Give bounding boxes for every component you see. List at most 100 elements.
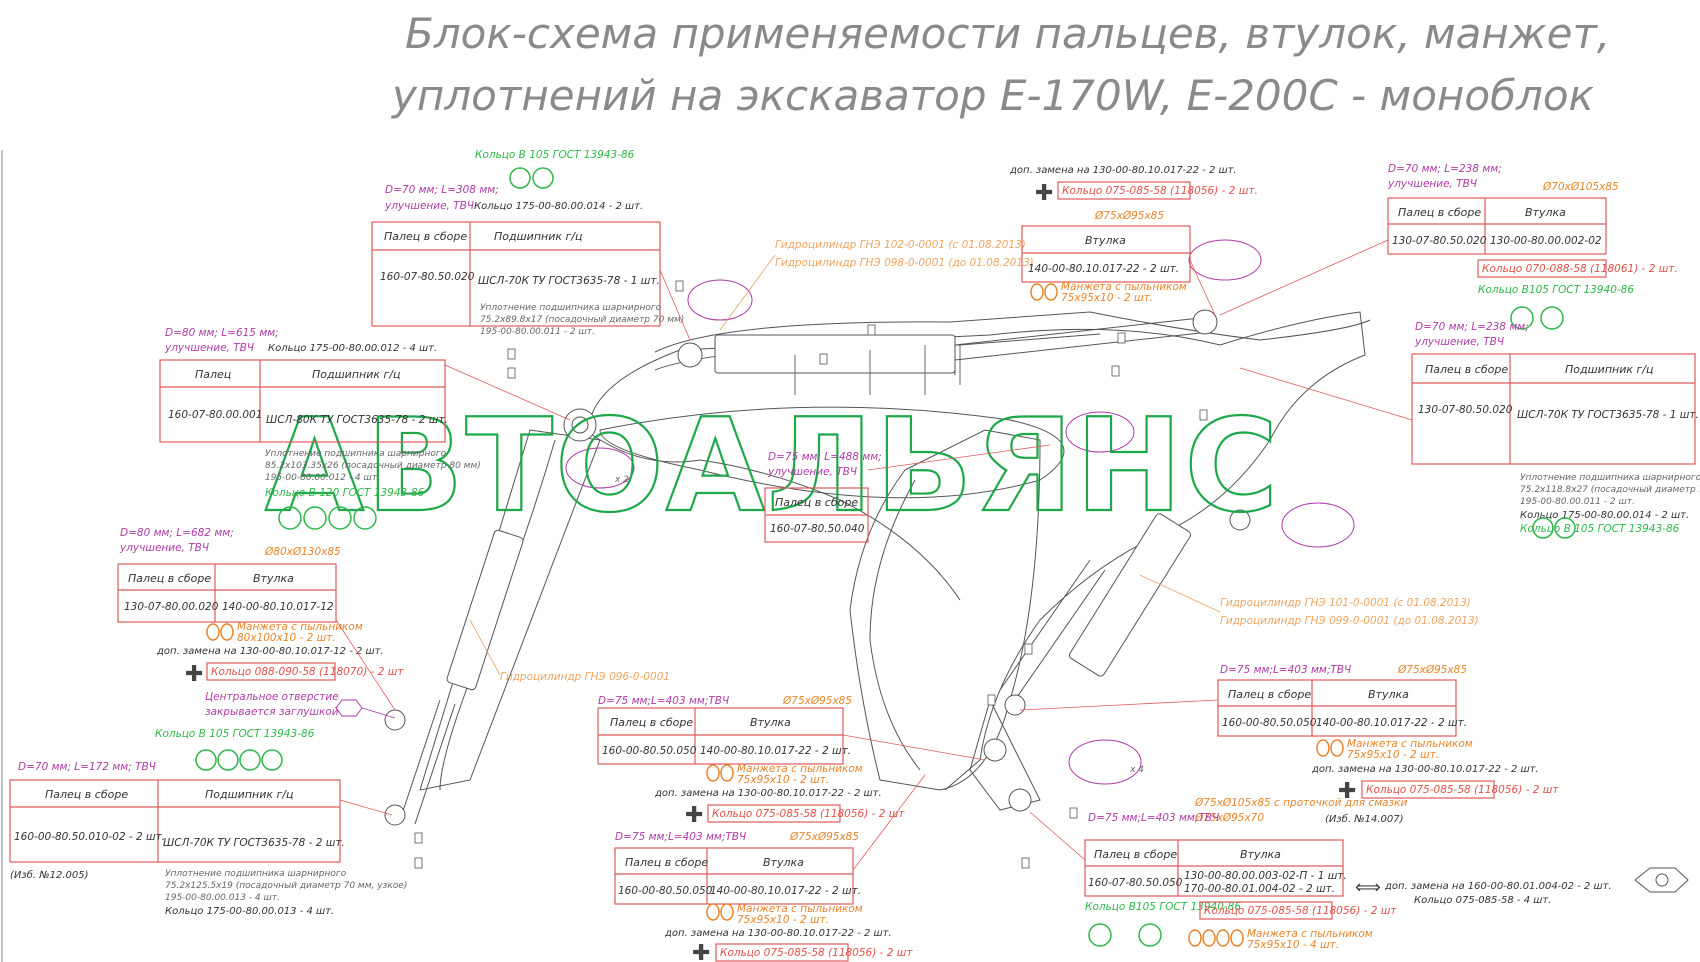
title-line-1: Блок-схема применяемости пальцев, втулок…	[405, 9, 1610, 58]
svg-text:Палец в сборе: Палец в сборе	[128, 572, 211, 585]
svg-text:160-07-80.50.050: 160-07-80.50.050	[1088, 877, 1183, 889]
svg-text:Палец в сборе: Палец в сборе	[1228, 688, 1311, 701]
label-seal2b: 85.2х103.35х26 (посадочный диаметр 80 мм…	[265, 461, 481, 471]
svg-text:D=75 мм; L=488 мм;: D=75 мм; L=488 мм;	[768, 451, 882, 463]
label-ring105g: Кольцо В105 ГОСТ 13940-86	[1478, 284, 1634, 296]
swap-arrow-icon: ⟺	[1355, 877, 1381, 898]
label-seal2c: 195-00-80.00.012 - 4 шт.	[265, 473, 380, 483]
label-cyl-boom-1: Гидроцилиндр ГНЭ 101-0-0001 (с 01.08.201…	[1220, 597, 1471, 609]
plus-icon-5: ✚	[1338, 779, 1356, 804]
label-ring088: Кольцо 088-090-58 (118070) - 2 шт	[211, 666, 404, 678]
svg-text:Втулка: Втулка	[1368, 688, 1409, 701]
label-seal3b: 75.2х125.5х19 (посадочный диаметр 70 мм,…	[165, 881, 407, 891]
svg-text:улучшение, ТВЧ: улучшение, ТВЧ	[164, 342, 254, 354]
svg-text:160-07-80.00.001: 160-07-80.00.001	[168, 409, 262, 421]
multiplier-x4: x 4	[1129, 765, 1144, 775]
svg-text:140-00-80.10.017-22 - 2 шт.: 140-00-80.10.017-22 - 2 шт.	[710, 885, 861, 897]
table-pin-6: D=70 мм; L=238 мм; улучшение, ТВЧ Палец …	[1387, 163, 1607, 255]
ring-icons-bottom	[1088, 923, 1162, 947]
label-seal4d: Кольцо 175-00-80.00.014 - 2 шт.	[1520, 510, 1689, 521]
svg-text:140-00-80.10.017-22 - 2 шт.: 140-00-80.10.017-22 - 2 шт.	[1028, 263, 1179, 275]
label-cuff75-3b: 75х95х10 - 2 шт.	[737, 914, 829, 926]
svg-text:Подшипник г/ц: Подшипник г/ц	[1565, 363, 1653, 376]
label-dim75-3: Ø75хØ95х85	[789, 831, 859, 843]
table-pin-7: D=70 мм; L=238 мм; улучшение, ТВЧ Палец …	[1411, 321, 1699, 465]
svg-text:160-00-80.50.050: 160-00-80.50.050	[618, 885, 713, 897]
svg-text:Палец в сборе: Палец в сборе	[45, 788, 128, 801]
label-ring175-014: Кольцо 175-00-80.00.014 - 2 шт.	[474, 201, 643, 212]
label-cuff75-2a: Манжета с пыльником	[737, 763, 863, 775]
table-pin-12: D=75 мм;L=403 мм;ТВЧ Палец в сборе Втулк…	[1084, 812, 1347, 897]
svg-text:D=75 мм;L=403 мм;ТВЧ: D=75 мм;L=403 мм;ТВЧ	[1088, 812, 1219, 824]
label-cyl-boom-2: Гидроцилиндр ГНЭ 099-0-0001 (до 01.08.20…	[1220, 615, 1479, 627]
label-ring075-2: Кольцо 075-085-58 (118056) - 2 шт	[712, 808, 905, 820]
label-repl-3: доп. замена на 130-00-80.10.017-22 - 2 ш…	[664, 928, 892, 939]
label-ring105-top: Кольцо В 105 ГОСТ 13943-86	[475, 149, 635, 161]
label-cuff75-5a: Манжета с пыльником	[1247, 928, 1373, 940]
svg-text:D=75 мм;L=403 мм;ТВЧ: D=75 мм;L=403 мм;ТВЧ	[1220, 664, 1351, 676]
svg-text:улучшение, ТВЧ: улучшение, ТВЧ	[767, 466, 857, 478]
svg-text:130-07-80.50.020: 130-07-80.50.020	[1418, 404, 1513, 416]
excavator-sketch	[384, 280, 1689, 893]
label-repl130-top: доп. замена на 130-00-80.10.017-22 - 2 ш…	[1009, 165, 1237, 176]
svg-text:Палец: Палец	[195, 368, 231, 381]
label-dim75-1: Ø75хØ95х85	[1094, 210, 1164, 222]
label-repl-4: доп. замена на 130-00-80.10.017-22 - 2 ш…	[1311, 764, 1539, 775]
label-repl-final-1: доп. замена на 160-00-80.01.004-02 - 2 ш…	[1384, 881, 1612, 892]
label-repl-2: доп. замена на 130-00-80.10.017-22 - 2 ш…	[654, 788, 882, 799]
cuff-icon-75-4	[1316, 739, 1344, 757]
table-pin-4: D=70 мм; L=172 мм; ТВЧ Палец в сборе Под…	[9, 761, 345, 863]
svg-text:D=70 мм; L=172 мм; ТВЧ: D=70 мм; L=172 мм; ТВЧ	[18, 761, 156, 773]
svg-text:140-00-80.10.017-22 - 2 шт.: 140-00-80.10.017-22 - 2 шт.	[1316, 717, 1467, 729]
label-hole2: закрывается заглушкой	[205, 706, 339, 718]
svg-text:Палец в сборе: Палец в сборе	[384, 230, 467, 243]
label-seal4c: 195-00-80.00.011 - 2 шт.	[1520, 497, 1635, 507]
svg-text:D=70 мм; L=238 мм;: D=70 мм; L=238 мм;	[1415, 321, 1529, 333]
svg-text:ШСЛ-70К ТУ ГОСТ3635-78 - 1 шт.: ШСЛ-70К ТУ ГОСТ3635-78 - 1 шт.	[1517, 409, 1699, 421]
svg-text:улучшение, ТВЧ: улучшение, ТВЧ	[119, 542, 209, 554]
svg-text:Подшипник г/ц: Подшипник г/ц	[205, 788, 293, 801]
svg-text:Втулка: Втулка	[1525, 206, 1566, 219]
label-ring075-3: Кольцо 075-085-58 (118056) - 2 шт	[720, 947, 913, 959]
cuff-icon-75-2	[706, 764, 734, 782]
svg-text:ШСЛ-80К ТУ ГОСТ3635-78 - 2 шт.: ШСЛ-80К ТУ ГОСТ3635-78 - 2 шт.	[266, 414, 448, 426]
svg-text:D=80 мм; L=682 мм;: D=80 мм; L=682 мм;	[120, 527, 234, 539]
label-cuff80b: 80х100х10 - 2 шт.	[237, 632, 336, 644]
svg-text:D=70 мм; L=308 мм;: D=70 мм; L=308 мм;	[385, 184, 499, 196]
svg-text:140-00-80.10.017-12: 140-00-80.10.017-12	[222, 601, 334, 613]
svg-text:ШСЛ-70К ТУ ГОСТ3635-78 - 1 шт.: ШСЛ-70К ТУ ГОСТ3635-78 - 1 шт.	[478, 275, 660, 287]
table-pin-1: D=70 мм; L=308 мм; улучшение, ТВЧ Палец …	[371, 184, 661, 327]
plus-icon-2: ✚	[1035, 181, 1053, 206]
svg-text:Палец в сборе: Палец в сборе	[625, 856, 708, 869]
svg-text:130-00-80.00.002-02: 130-00-80.00.002-02	[1490, 235, 1602, 247]
table-pin-2: D=80 мм; L=615 мм; улучшение, ТВЧ Палец …	[159, 327, 448, 443]
ring-icons-120	[278, 506, 377, 530]
svg-text:160-07-80.50.040: 160-07-80.50.040	[770, 523, 865, 535]
label-seal3d: Кольцо 175-00-80.00.013 - 4 шт.	[165, 906, 334, 917]
svg-text:Палец в сборе: Палец в сборе	[610, 716, 693, 729]
svg-text:130-00-80.00.003-02-П - 1 шт.: 130-00-80.00.003-02-П - 1 шт.	[1184, 870, 1347, 882]
svg-text:улучшение, ТВЧ: улучшение, ТВЧ	[384, 200, 474, 212]
svg-text:Палец в сборе: Палец в сборе	[1094, 848, 1177, 861]
svg-text:Подшипник г/ц: Подшипник г/ц	[494, 230, 582, 243]
label-repl-final-2: Кольцо 075-085-58 - 4 шт.	[1414, 895, 1551, 906]
cuff-icon-75-1	[1030, 283, 1058, 301]
svg-text:160-00-80.50.050: 160-00-80.50.050	[602, 745, 697, 757]
plus-icon-1: ✚	[185, 662, 203, 687]
label-dim70: Ø70хØ105х85	[1542, 181, 1619, 193]
svg-text:Втулка: Втулка	[763, 856, 804, 869]
label-ring175-012: Кольцо 175-00-80.00.012 - 4 шт.	[268, 343, 437, 354]
label-cuff75b: 75х95х10 - 2 шт.	[1061, 292, 1153, 304]
label-cyl-bucket: Гидроцилиндр ГНЭ 096-0-0001	[500, 671, 670, 683]
svg-text:140-00-80.10.017-22 - 2 шт.: 140-00-80.10.017-22 - 2 шт.	[700, 745, 851, 757]
label-dim75-2: Ø75хØ95х85	[782, 695, 852, 707]
label-ring075-5: Кольцо 075-085-58 (118056) - 2 шт	[1204, 905, 1397, 917]
table-pin-9: D=75 мм;L=403 мм;ТВЧ Палец в сборе Втулк…	[597, 695, 851, 765]
label-cyl-arm-2: Гидроцилиндр ГНЭ 098-0-0001 (до 01.08.20…	[775, 257, 1034, 269]
label-hole1: Центральное отверстие	[205, 691, 339, 703]
svg-text:130-07-80.50.020: 130-07-80.50.020	[1392, 235, 1487, 247]
svg-text:Палец в сборе: Палец в сборе	[775, 496, 858, 509]
label-ring105-mid: Кольцо В 105 ГОСТ 13943-86	[155, 728, 315, 740]
label-seal1c: 195-00-80.00.011 - 2 шт.	[480, 327, 595, 337]
svg-text:Подшипник г/ц: Подшипник г/ц	[312, 368, 400, 381]
